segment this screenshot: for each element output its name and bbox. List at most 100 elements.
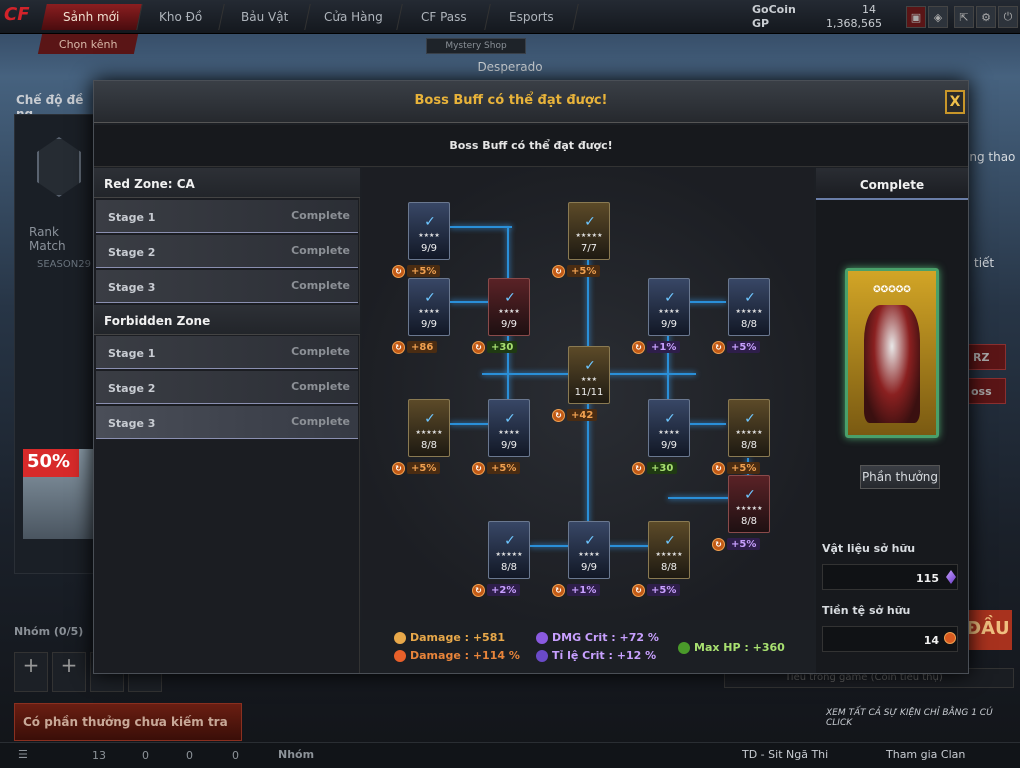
crossfire-logo[interactable]: CF [4,4,30,25]
buff-value: +1% [647,341,681,353]
card-stars: ★★★★★ [735,308,763,315]
tab-cf-pass[interactable]: CF Pass [397,4,491,30]
refresh-icon[interactable]: ↻ [632,461,645,475]
exit-icon[interactable]: ⇱ [954,6,974,28]
refresh-icon[interactable]: ↻ [472,583,485,597]
buff-badge: ↻+5% [712,340,761,354]
card-count: 8/8 [420,440,438,451]
power-icon[interactable]: ⏻ [998,6,1018,28]
check-icon: ✓ [424,214,436,230]
boss-card[interactable]: ✓★★★★★8/8 [488,521,530,579]
currency-label: Tiền tệ sở hữu [822,604,911,617]
refresh-icon[interactable]: ↻ [392,264,405,278]
boss-card[interactable]: ✓★★★★★8/8 [728,278,770,336]
boss-card[interactable]: ✓★★★★9/9 [488,399,530,457]
card-count: 8/8 [740,516,758,527]
boss-card[interactable]: ✓★★★★9/9 [568,521,610,579]
card-count: 9/9 [660,440,678,451]
currency-value: 14 [822,626,958,652]
all-events-link[interactable]: XEM TẤT CẢ SỰ KIỆN CHỈ BẰNG 1 CÚ CLICK [826,708,993,728]
gear-icon[interactable]: ⚙ [976,6,996,28]
refresh-icon[interactable]: ↻ [392,340,405,354]
boss-card[interactable]: ✓★★★★★8/8 [408,399,450,457]
card-count: 8/8 [500,562,518,573]
add-member-button[interactable]: + [14,652,48,692]
check-icon: ✓ [664,290,676,306]
gp-label: GP [752,17,770,30]
refresh-icon[interactable]: ↻ [472,461,485,475]
card-count: 7/7 [580,243,598,254]
count-value: 0 [186,749,193,762]
refresh-icon[interactable]: ↻ [632,340,645,354]
channel-select-button[interactable]: Chọn kênh [37,34,139,54]
refresh-icon[interactable]: ↻ [552,408,565,422]
refresh-icon[interactable]: ↻ [712,340,725,354]
gift-icon[interactable]: ▣ [906,6,926,28]
buff-badge: ↻+5% [392,461,441,475]
card-stars: ★★★ [580,376,598,383]
card-count: 9/9 [500,319,518,330]
list-icon[interactable]: ☰ [18,748,28,761]
boss-card[interactable]: ✓★★★★★8/8 [728,475,770,533]
close-button[interactable]: X [945,90,965,114]
tab-treasure[interactable]: Bảu Vật [219,4,311,30]
card-stars: ★★★★ [418,308,440,315]
boss-card[interactable]: ✓★★★★9/9 [488,278,530,336]
refresh-icon[interactable]: ↻ [472,340,485,354]
boss-card[interactable]: ✓★★★★★8/8 [728,399,770,457]
boss-card[interactable]: ✓★★★★9/9 [648,278,690,336]
dialog-title: Boss Buff có thể đạt được! [414,93,608,108]
card-stars: ★★★★★ [655,551,683,558]
right-bg-button[interactable]: oss [966,378,1006,404]
refresh-icon[interactable]: ↻ [552,264,565,278]
refresh-icon[interactable]: ↻ [712,461,725,475]
refresh-icon[interactable]: ↻ [392,461,405,475]
right-bg-button[interactable]: RZ [966,344,1006,370]
rank-emblem-icon [37,137,81,197]
summary-text: DMG Crit : +72 % [552,631,659,644]
buff-value: +5% [727,538,761,550]
add-member-button[interactable]: + [52,652,86,692]
reward-button[interactable]: Phần thưởng [860,465,940,489]
rank-icon[interactable]: ◈ [928,6,948,28]
card-stars: ★★★★★ [735,429,763,436]
stage-status: Complete [291,279,350,292]
right-bg-text: ông thao [962,150,1016,164]
crit-flame-icon [536,631,548,644]
stage-name: Stage 3 [108,281,156,294]
tab-esports[interactable]: Esports [485,4,579,30]
refresh-icon[interactable]: ↻ [552,583,565,597]
tab-inventory[interactable]: Kho Đồ [137,4,225,30]
stage-item[interactable]: Stage 3 Complete [96,270,358,303]
summary-damage-flat: Damage : +581 [394,631,505,644]
buff-value: +5% [727,462,761,474]
tab-lobby[interactable]: Sảnh mới [41,4,143,30]
tab-label: Cửa Hàng [324,10,383,24]
boss-card[interactable]: ✓★★★11/11 [568,346,610,404]
boss-card[interactable]: ✓★★★★9/9 [648,399,690,457]
sale-banner[interactable]: 50% [23,449,93,539]
buff-value: +5% [647,584,681,596]
unchecked-reward-notice[interactable]: Có phần thưởng chưa kiếm tra [14,703,242,741]
card-count: 8/8 [740,440,758,451]
boss-card[interactable]: ✓★★★★★8/8 [648,521,690,579]
boss-card[interactable]: ✓★★★★★7/7 [568,202,610,260]
boss-card[interactable]: ✓★★★★9/9 [408,278,450,336]
materials-label: Vật liệu sở hữu [822,542,916,555]
refresh-icon[interactable]: ↻ [632,583,645,597]
count-value: 0 [142,749,149,762]
group-chat-tab[interactable]: Nhóm [278,748,315,761]
join-clan-button[interactable]: Tham gia Clan [886,748,966,761]
crystal-icon [946,570,956,584]
dialog-subtitle: Boss Buff có thể đạt được! [449,139,613,152]
boss-card[interactable]: ✓★★★★9/9 [408,202,450,260]
event-banner[interactable]: ĐẦU [962,610,1012,650]
mystery-shop-button[interactable]: Mystery Shop [426,38,526,54]
refresh-icon[interactable]: ↻ [712,537,725,551]
tab-shop[interactable]: Cửa Hàng [305,4,403,30]
